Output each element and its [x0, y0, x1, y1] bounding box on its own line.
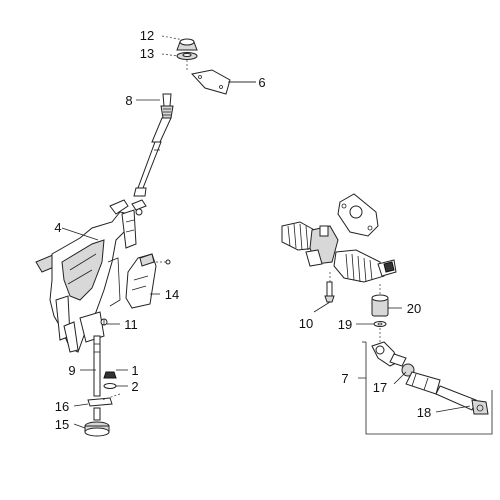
washer-19	[373, 321, 387, 327]
label-8: 8	[125, 93, 132, 108]
label-19: 19	[338, 317, 352, 332]
nut-1-2	[103, 371, 117, 389]
label-6: 6	[258, 75, 265, 90]
label-10: 10	[299, 316, 313, 331]
tie-rod-7	[371, 328, 489, 415]
rod-9	[93, 335, 101, 397]
column-shaft-8	[133, 93, 174, 197]
label-13: 13	[140, 46, 154, 61]
clip-16	[87, 397, 113, 407]
base-15	[84, 407, 110, 437]
label-9: 9	[68, 363, 75, 378]
nut-12-13	[176, 38, 198, 60]
steering-rack-10	[281, 193, 397, 303]
bushing-20	[371, 294, 389, 317]
screw-11	[100, 318, 108, 326]
label-17: 17	[373, 380, 387, 395]
label-14: 14	[165, 287, 179, 302]
cover-14	[125, 253, 157, 309]
label-15: 15	[55, 417, 69, 432]
label-1: 1	[131, 363, 138, 378]
label-18: 18	[417, 405, 431, 420]
column-bracket-4	[35, 199, 137, 353]
label-11: 11	[124, 317, 138, 332]
label-20: 20	[407, 301, 421, 316]
label-7: 7	[341, 371, 348, 386]
label-16: 16	[55, 399, 69, 414]
plate-6	[191, 69, 231, 95]
label-4: 4	[54, 220, 61, 235]
label-12: 12	[140, 28, 154, 43]
label-2: 2	[131, 379, 138, 394]
